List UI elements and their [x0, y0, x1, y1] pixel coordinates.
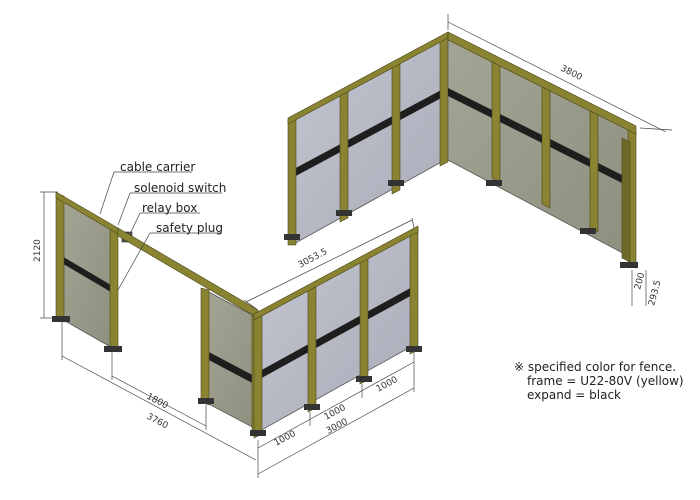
- callout-cable-carrier: cable carrier: [120, 160, 196, 174]
- callout-solenoid-switch: solenoid switch: [134, 181, 227, 195]
- front-fence-main-wall: [250, 225, 422, 439]
- back-fence-right-wall: [447, 31, 638, 269]
- callout-relay-box: relay box: [142, 201, 198, 215]
- note-expand-color: expand = black: [527, 388, 622, 402]
- dim-foot-a: 200: [633, 271, 647, 290]
- door-frame: [52, 191, 133, 353]
- dim-mid-length: 3053.5: [297, 247, 330, 271]
- dim-panel-c: 1000: [375, 375, 400, 395]
- dimension-lines: [40, 14, 673, 478]
- callout-safety-plug: safety plug: [156, 221, 224, 235]
- top-rail: [117, 227, 259, 319]
- note-title: ※ specified color for fence.: [514, 360, 677, 374]
- color-note: ※ specified color for fence. frame = U22…: [514, 360, 684, 402]
- dim-door-opening: 1800: [145, 392, 170, 412]
- dim-left-total: 3760: [145, 412, 170, 432]
- dim-top-length: 3800: [559, 64, 584, 83]
- dim-foot-b: 293.5: [647, 279, 663, 306]
- back-fence-left-wall: [284, 31, 449, 246]
- note-frame-color: frame = U22-80V (yellow): [527, 374, 684, 388]
- dim-height: 2120: [33, 239, 43, 262]
- dim-panel-a: 1000: [273, 429, 298, 449]
